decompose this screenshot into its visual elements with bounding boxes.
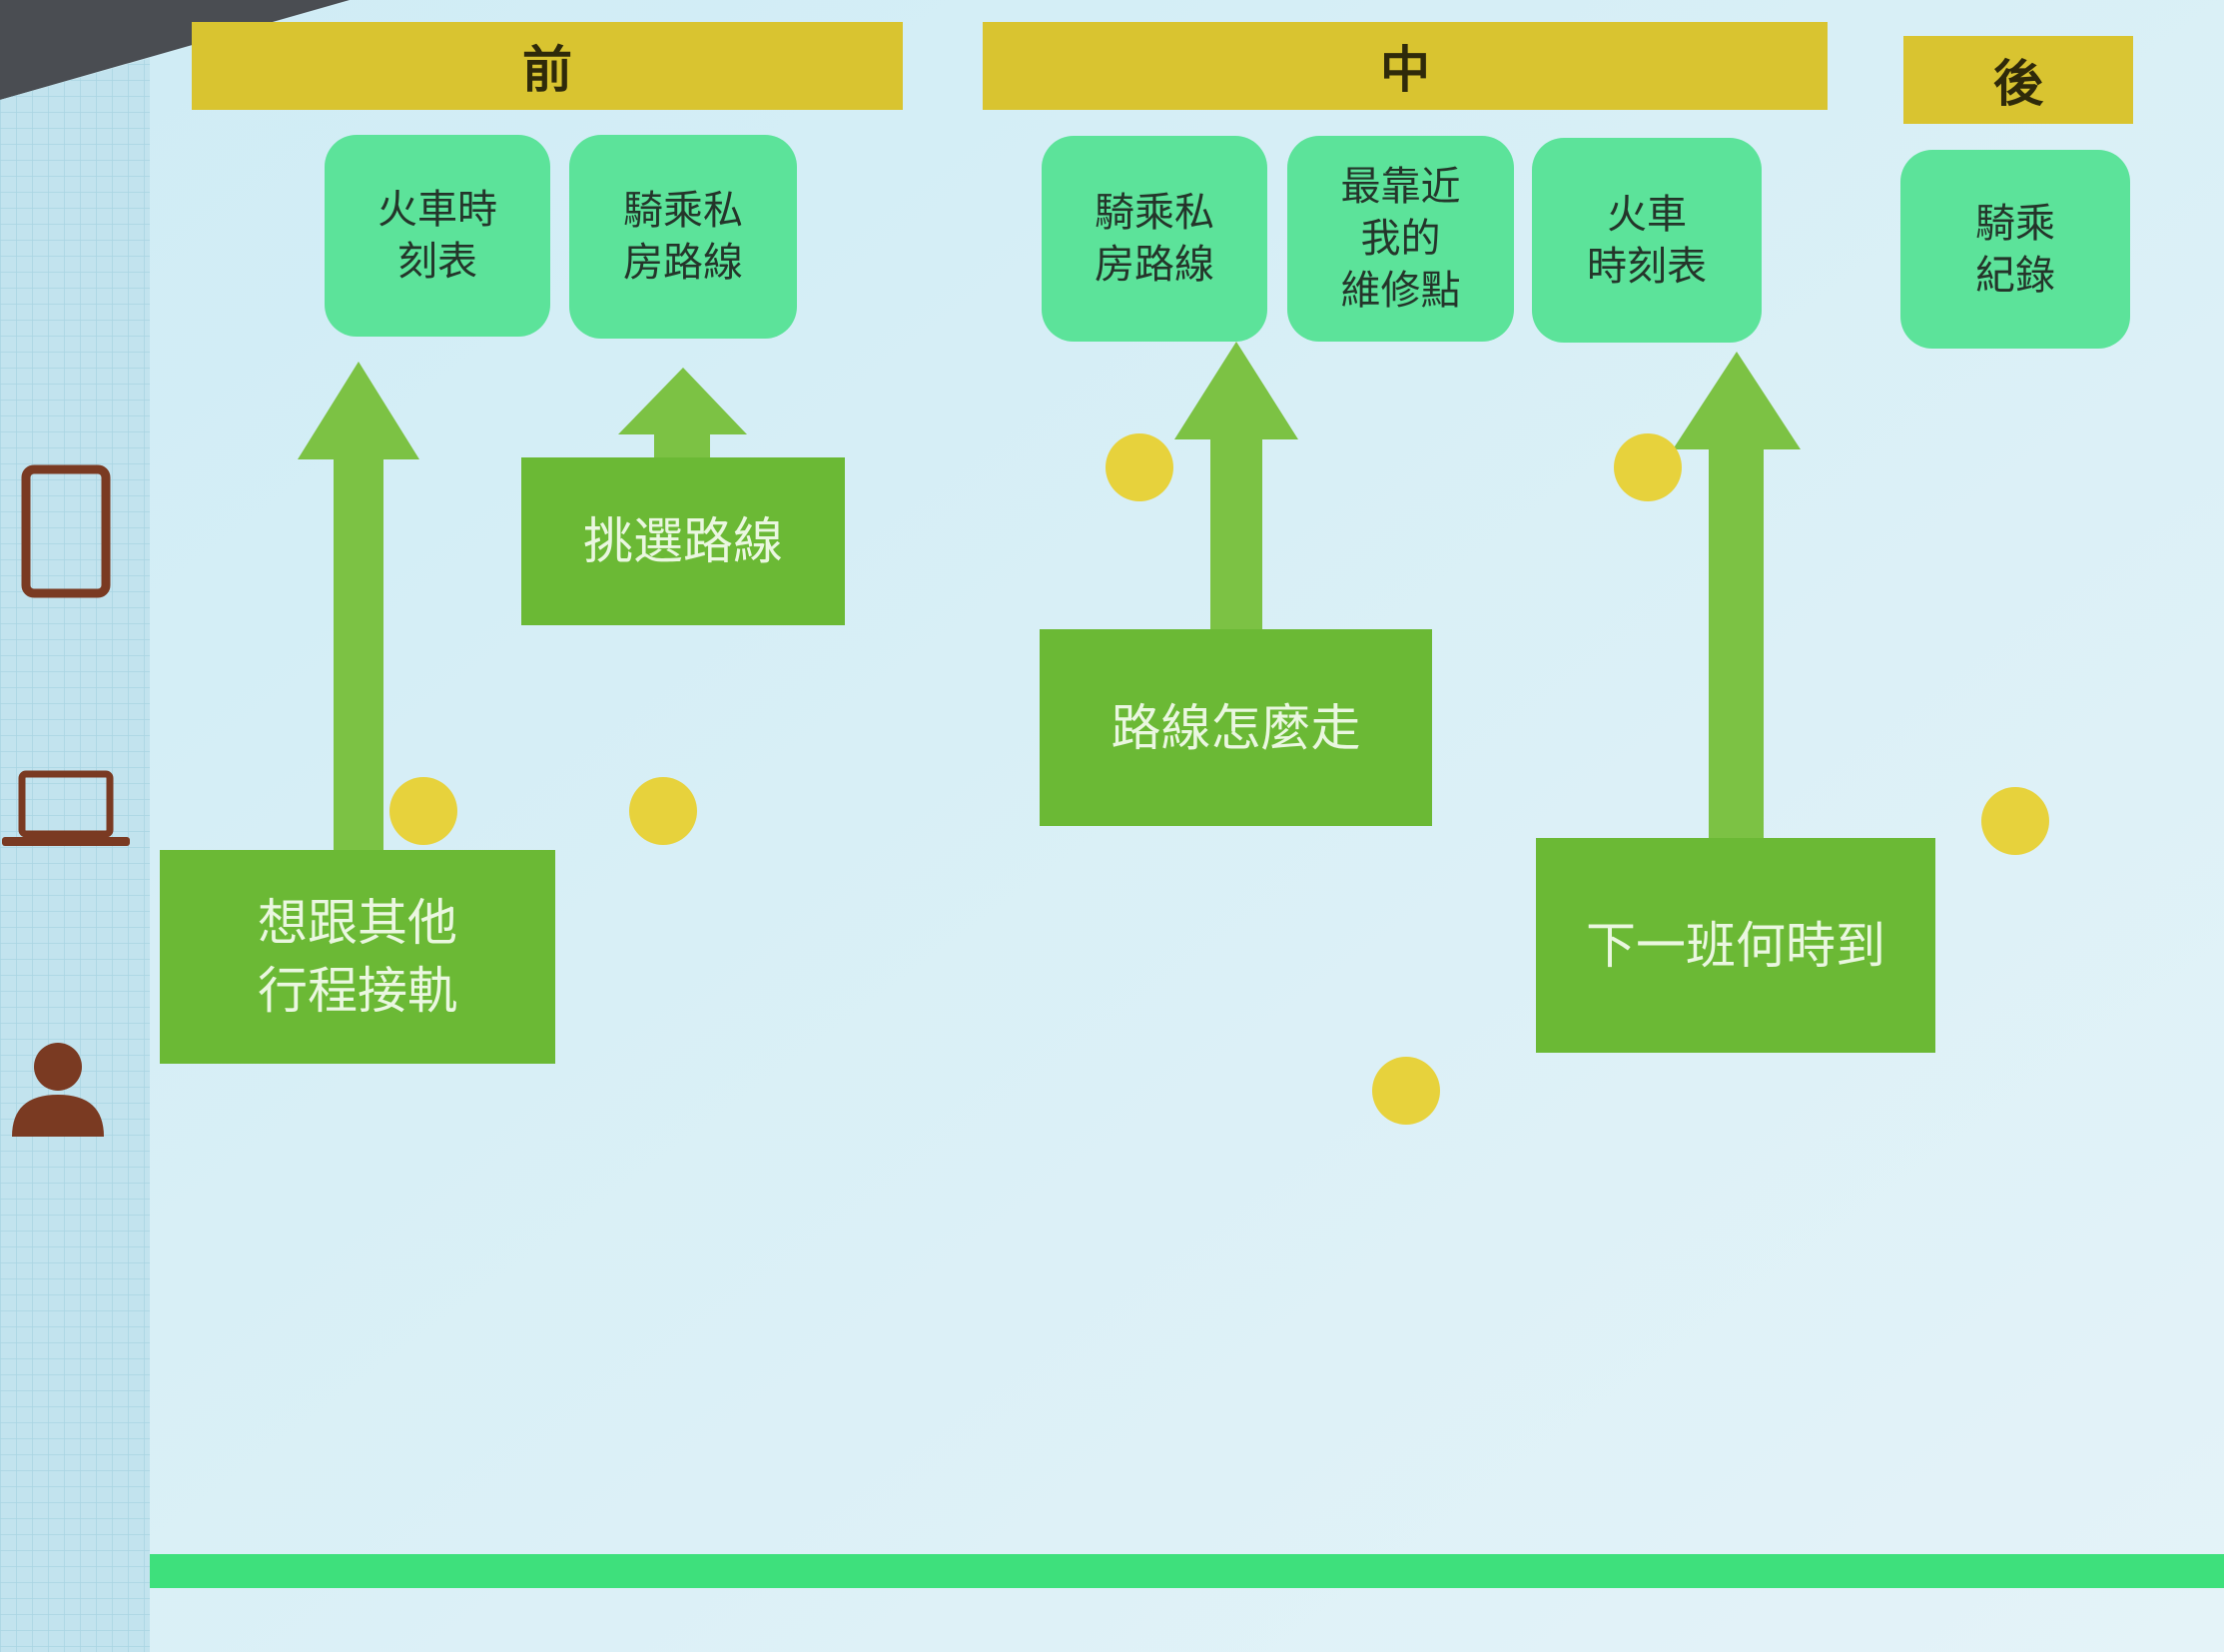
phase-header-during: 中	[983, 22, 1828, 110]
marker-dot	[1106, 433, 1173, 501]
arrow-choose-to-routes	[618, 368, 747, 461]
touchpoint-ride-record: 騎乘 紀錄	[1900, 150, 2130, 349]
bottom-bar	[150, 1554, 2224, 1588]
side-grid-strip	[0, 58, 150, 1652]
laptop-icon	[2, 770, 130, 846]
task-choose-route: 挑選路線	[521, 457, 845, 625]
marker-dot	[1981, 787, 2049, 855]
marker-dot	[1372, 1057, 1440, 1125]
touchpoint-train-timetable: 火車時 刻表	[325, 135, 550, 337]
phase-header-after: 後	[1903, 36, 2133, 124]
person-icon	[12, 1043, 104, 1137]
marker-dot	[629, 777, 697, 845]
phone-icon	[21, 464, 111, 598]
task-connect-itinerary: 想跟其他 行程接軌	[160, 850, 555, 1064]
arrow-connect-to-timetable	[298, 362, 419, 861]
marker-dot	[1614, 433, 1682, 501]
task-next-train-arrival: 下一班何時到	[1536, 838, 1935, 1053]
touchpoint-train-timetable-during: 火車 時刻表	[1532, 138, 1762, 343]
touchpoint-private-routes: 騎乘私 房路線	[569, 135, 797, 339]
task-how-to-ride-route: 路線怎麼走	[1040, 629, 1432, 826]
arrow-nexttrain-to-timetable	[1673, 352, 1801, 841]
marker-dot	[389, 777, 457, 845]
touchpoint-private-routes-during: 騎乘私 房路線	[1042, 136, 1267, 342]
phase-header-before: 前	[192, 22, 903, 110]
touchpoint-nearest-repair: 最靠近 我的 維修點	[1287, 136, 1514, 342]
arrow-howto-to-routes	[1174, 342, 1298, 633]
